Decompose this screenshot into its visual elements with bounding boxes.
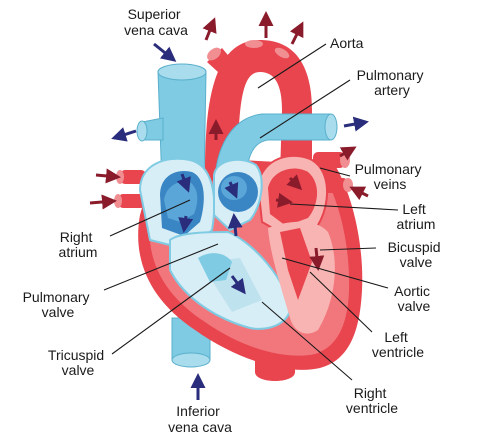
label-right-atrium: Right atrium <box>59 229 98 260</box>
label-left-ventricle: Left ventricle <box>372 329 424 360</box>
label-pulmonary-veins: Pulmonary veins <box>355 161 426 192</box>
label-bicuspid-valve: Bicuspid valve <box>388 239 445 270</box>
label-aorta: Aorta <box>330 35 364 51</box>
label-pulmonary-artery: Pulmonary artery <box>357 67 428 98</box>
blood-flow-arrows-blue <box>111 42 369 400</box>
label-right-ventricle: Right ventricle <box>346 385 398 416</box>
blood-flow-arrows-red <box>89 11 369 271</box>
superior-vena-cava <box>136 63 207 186</box>
labels: Superior vena cava Aorta Pulmonary arter… <box>23 6 445 435</box>
left-ventricle <box>268 221 335 334</box>
label-inferior-vena-cava: Inferior vena cava <box>168 403 232 435</box>
label-left-atrium: Left atrium <box>397 201 436 232</box>
right-atrium <box>138 157 216 252</box>
label-pulmonary-valve: Pulmonary valve <box>23 289 94 320</box>
label-leaders <box>103 43 399 381</box>
label-superior-vena-cava: Superior vena cava <box>124 6 188 38</box>
label-tricuspid-valve: Tricuspid valve <box>48 347 108 378</box>
label-aortic-valve: Aortic valve <box>394 283 434 314</box>
